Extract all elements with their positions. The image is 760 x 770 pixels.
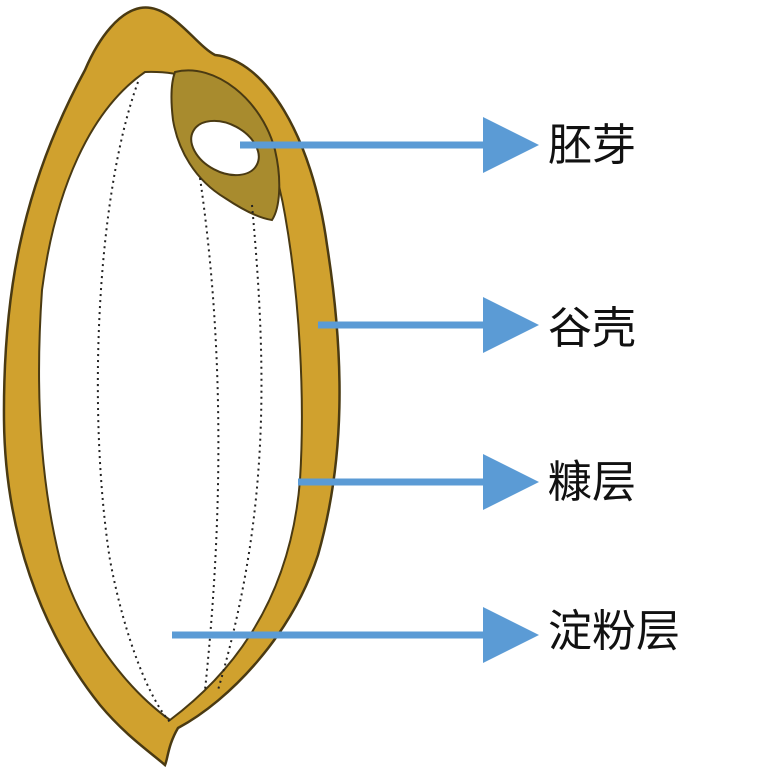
starch-region <box>38 70 303 722</box>
label-bran-layer: 糠层 <box>548 457 636 508</box>
label-germ: 胚芽 <box>548 120 636 171</box>
germ-core <box>190 119 260 177</box>
dotted-line-left <box>96 81 171 723</box>
label-hull: 谷壳 <box>548 303 636 354</box>
label-starch-layer: 淀粉层 <box>548 606 680 657</box>
